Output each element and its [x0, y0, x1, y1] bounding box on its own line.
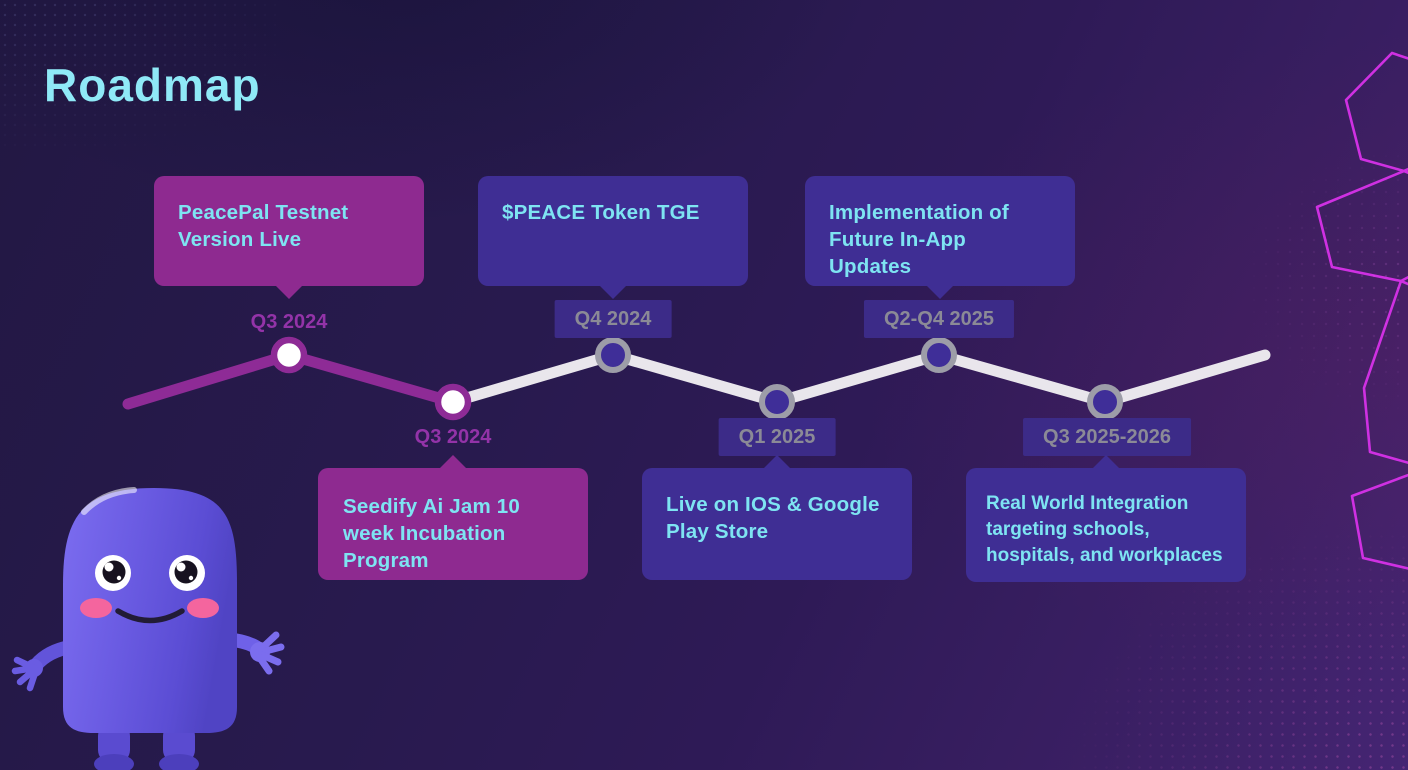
mascot-left-arm — [11, 640, 77, 692]
milestone-title: Real World Integration targeting schools… — [986, 493, 1223, 566]
milestone-title: $PEACE Token TGE — [502, 201, 700, 224]
mascot-smile — [115, 608, 185, 624]
mascot-left-eye — [95, 555, 131, 591]
milestone-card: Implementation of Future In-App Updates — [805, 176, 1075, 299]
timeline-node-upcoming — [759, 384, 795, 420]
milestone-title: Seedify Ai Jam 10 week Incubation Progra… — [343, 495, 520, 572]
milestone-card: Live on IOS & Google Play Store — [642, 455, 912, 580]
milestone-card: Seedify Ai Jam 10 week Incubation Progra… — [318, 455, 588, 580]
date-label: Q3 2025-2026 — [1023, 418, 1191, 456]
card-pointer-up — [439, 455, 467, 469]
milestone-title: PeacePal Testnet Version Live — [178, 201, 349, 251]
card-pointer-up — [763, 455, 791, 469]
mascot-right-cheek — [187, 598, 219, 618]
card-pointer-down — [275, 285, 303, 299]
mascot-legs — [94, 723, 199, 770]
milestone-title: Live on IOS & Google Play Store — [666, 493, 880, 543]
timeline-node-upcoming — [1087, 384, 1123, 420]
mascot-right-arm — [227, 631, 285, 675]
milestone-card: Real World Integration targeting schools… — [966, 455, 1246, 582]
hexagon-outline — [1315, 169, 1408, 283]
mascot-graphic — [11, 487, 285, 770]
timeline-upcoming-segment — [447, 349, 1271, 408]
date-label: Q3 2024 — [250, 311, 328, 333]
hexagon-outline — [1350, 473, 1408, 570]
dot-texture-right — [1248, 150, 1408, 410]
hexagon-outline — [1362, 279, 1408, 465]
timeline-node-completed — [434, 383, 472, 421]
card-pointer-down — [926, 285, 954, 299]
date-label: Q4 2024 — [554, 300, 672, 338]
mascot-right-eye — [169, 555, 205, 591]
card-pointer-up — [1092, 455, 1120, 469]
timeline-completed-segment — [122, 349, 459, 410]
card-pointer-down — [599, 285, 627, 299]
date-label: Q1 2025 — [718, 418, 836, 456]
timeline-node-upcoming — [595, 337, 631, 373]
milestone-title: Implementation of Future In-App Updates — [829, 201, 1009, 278]
date-label: Q2-Q4 2025 — [863, 300, 1015, 338]
mascot-left-cheek — [80, 598, 112, 618]
timeline-node-upcoming — [921, 337, 957, 373]
milestone-card: PeacePal Testnet Version Live — [154, 176, 424, 299]
date-label: Q3 2024 — [414, 426, 492, 448]
hexagon-outline — [1344, 51, 1408, 173]
timeline-node-completed — [270, 336, 308, 374]
mascot-body — [63, 488, 237, 733]
milestone-card: $PEACE Token TGE — [478, 176, 748, 299]
mascot-gloss — [81, 487, 137, 515]
page-title: Roadmap — [44, 59, 261, 111]
